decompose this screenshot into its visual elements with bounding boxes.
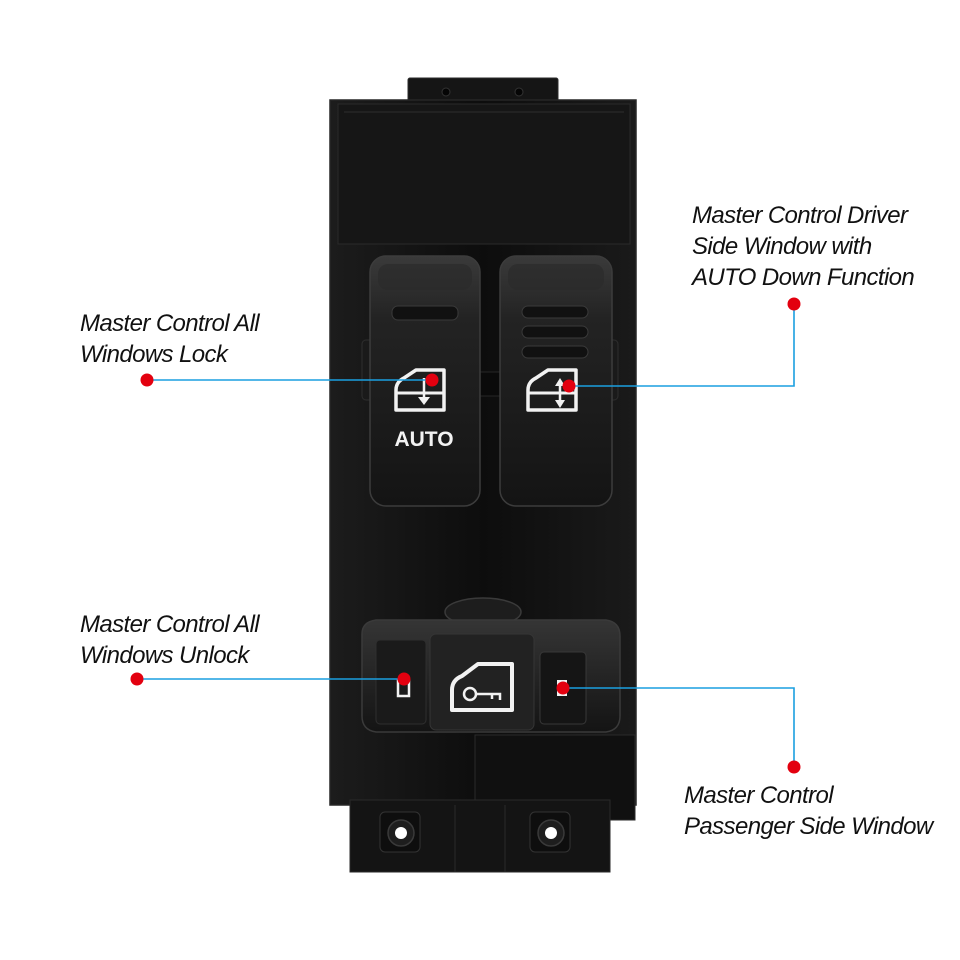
callout-line: Master Control Driver: [692, 202, 908, 229]
door-key-icon: [450, 662, 514, 712]
leader-line-driver: [562, 297, 801, 393]
leader-line-passenger: [556, 681, 801, 774]
callout-passenger-side-window: Master Control Passenger Side Window: [684, 780, 933, 842]
callout-driver-side-window: Master Control Driver Side Window with A…: [692, 200, 915, 293]
mounting-hole-right: [529, 811, 571, 853]
passenger-window-switch[interactable]: [499, 255, 613, 507]
callout-all-windows-unlock: Master Control All Windows Unlock: [80, 609, 260, 671]
callout-line: Windows Unlock: [80, 642, 249, 669]
window-up-down-icon: [526, 368, 578, 412]
callout-line: Side Window with: [692, 233, 872, 260]
callout-line: Passenger Side Window: [684, 813, 933, 840]
auto-label: AUTO: [394, 428, 453, 451]
mounting-hole-left: [379, 811, 421, 853]
callout-all-windows-lock: Master Control All Windows Lock: [80, 308, 260, 370]
leader-line-all-lock: [140, 373, 439, 387]
window-down-icon: [394, 368, 446, 412]
leader-line-all-unlock: [130, 672, 411, 686]
callout-line: Master Control All: [80, 310, 260, 337]
connector-tab: [407, 77, 559, 105]
callout-line: Windows Lock: [80, 341, 228, 368]
driver-window-auto-switch[interactable]: AUTO: [369, 255, 481, 507]
callout-line: Master Control All: [80, 611, 260, 638]
callout-line: Master Control: [684, 782, 834, 809]
callout-line: AUTO Down Function: [692, 264, 915, 291]
